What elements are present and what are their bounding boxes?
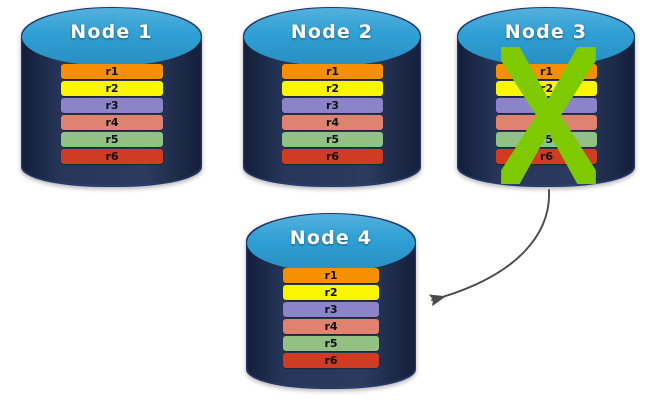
row-item: r3 (61, 98, 163, 113)
cylinder-top-ellipse (244, 8, 420, 66)
row-item: r5 (496, 132, 597, 147)
row-item: r6 (283, 353, 379, 368)
row-item: r5 (282, 132, 383, 147)
row-item: r4 (496, 115, 597, 130)
row-item: r3 (282, 98, 383, 113)
row-item: r4 (282, 115, 383, 130)
node-title: Node 2 (290, 21, 374, 43)
node-title: Node 4 (289, 227, 373, 249)
row-list: r1 r2 r3 r4 r5 r6 (61, 64, 163, 164)
row-item: r1 (61, 64, 163, 79)
node-title: Node 1 (70, 21, 153, 43)
node-cylinder-node3[interactable]: Node 3 r1 r2 r3 r4 r5 r6 (457, 7, 635, 187)
node-cylinder-node2[interactable]: Node 2 r1 r2 r3 r4 r5 r6 (243, 7, 421, 187)
cylinder-top-ellipse (247, 214, 415, 272)
node-cylinder-node4[interactable]: Node 4 r1 r2 r3 r4 r5 r6 (246, 213, 416, 389)
row-item: r6 (496, 149, 597, 164)
row-item: r5 (61, 132, 163, 147)
row-item: r4 (61, 115, 163, 130)
row-item: r2 (496, 81, 597, 96)
row-list: r1 r2 r3 r4 r5 r6 (282, 64, 383, 164)
row-item: r2 (61, 81, 163, 96)
row-item: r5 (283, 336, 379, 351)
cylinder-top-ellipse (22, 8, 201, 66)
row-item: r4 (283, 319, 379, 334)
row-list: r1 r2 r3 r4 r5 r6 (283, 268, 379, 368)
row-item: r6 (282, 149, 383, 164)
row-item: r2 (282, 81, 383, 96)
row-item: r1 (282, 64, 383, 79)
row-item: r3 (496, 98, 597, 113)
row-item: r3 (283, 302, 379, 317)
node-cylinder-node1[interactable]: Node 1 r1 r2 r3 r4 r5 r6 (21, 7, 202, 187)
row-item: r1 (496, 64, 597, 79)
row-list: r1 r2 r3 r4 r5 r6 (496, 64, 597, 164)
node-title: Node 3 (504, 21, 588, 43)
row-item: r2 (283, 285, 379, 300)
row-item: r6 (61, 149, 163, 164)
row-item: r1 (283, 268, 379, 283)
